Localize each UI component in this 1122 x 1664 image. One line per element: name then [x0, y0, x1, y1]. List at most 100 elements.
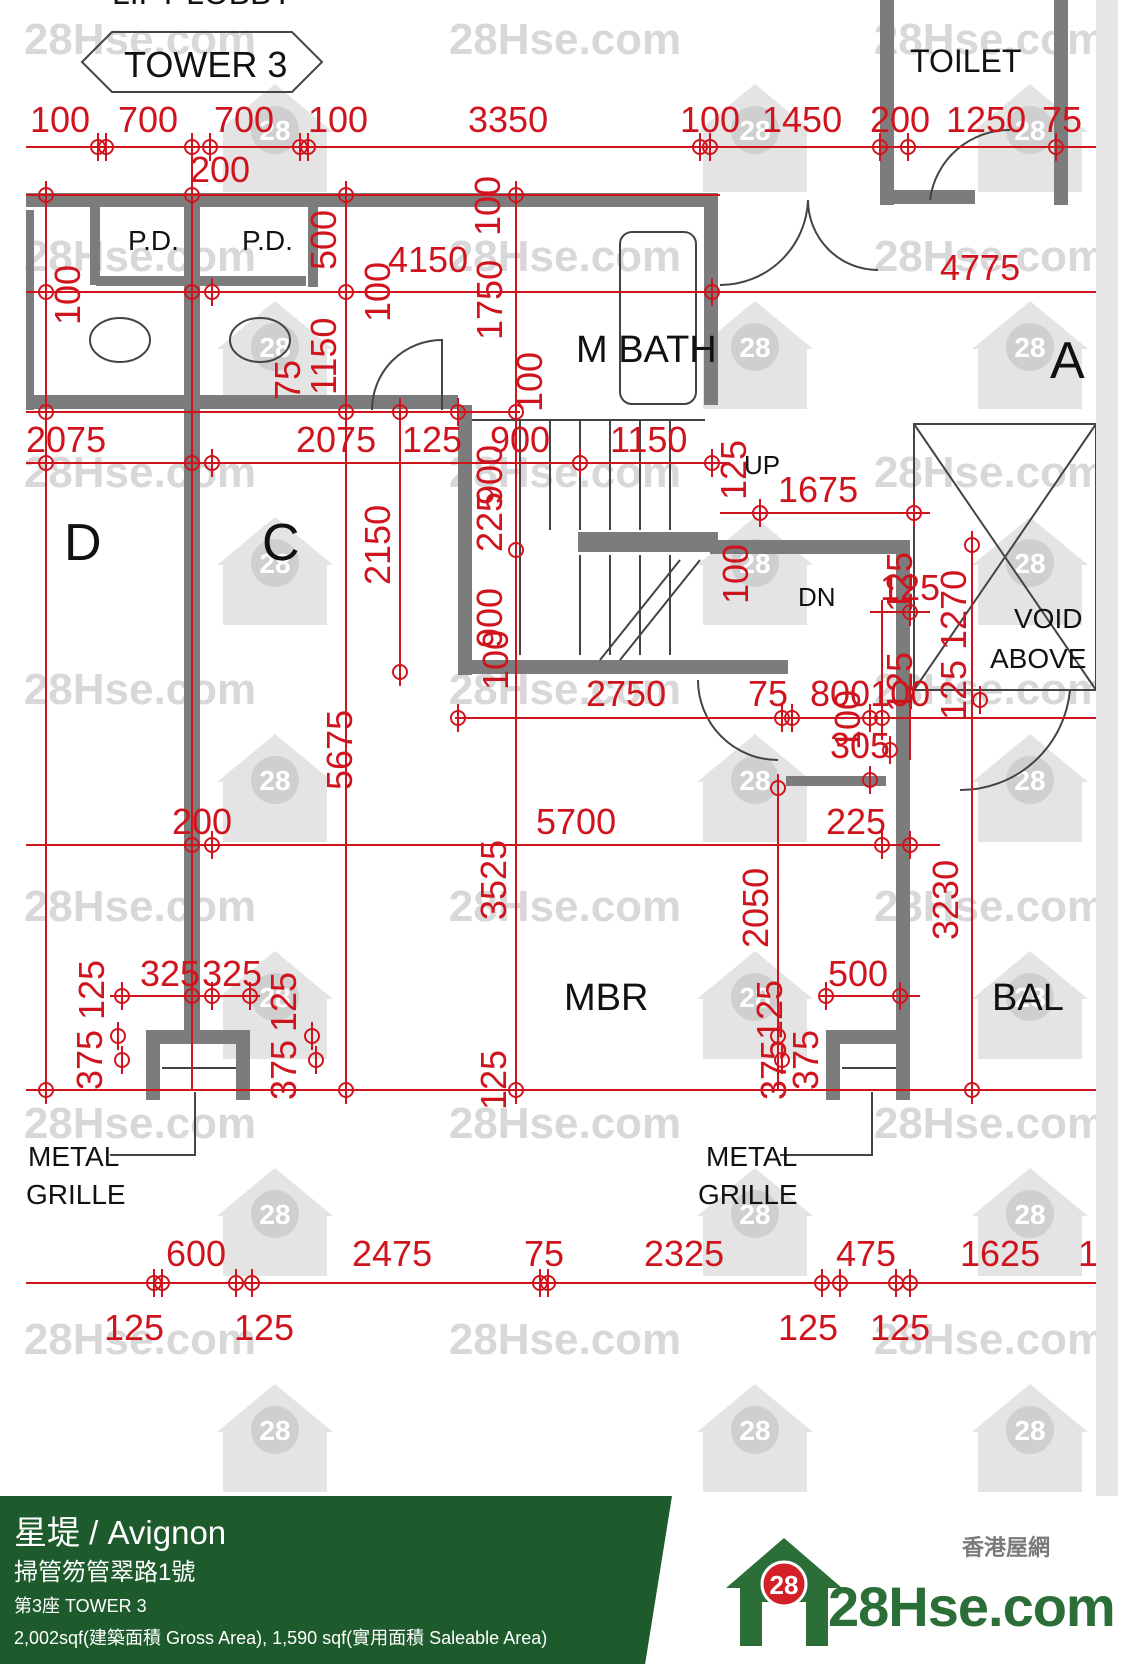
dimension-label: 2075: [296, 419, 376, 460]
dimension-label: 125: [713, 440, 754, 500]
watermark-badge: [731, 973, 779, 1021]
dimension-label: 125: [71, 960, 112, 1020]
dimension-label: 125: [234, 1307, 294, 1348]
dimension-label: 375: [69, 1030, 110, 1090]
property-title: 星堤 / Avignon: [14, 1514, 227, 1551]
dimension-label: 3350: [468, 99, 548, 140]
dimension-label: 4775: [940, 247, 1020, 288]
brand-badge-number: 28: [770, 1570, 799, 1600]
dimension-label: 100: [47, 265, 88, 325]
scrollbar[interactable]: [1096, 0, 1118, 1496]
watermark-badge-number: 28: [739, 1415, 770, 1446]
dimension-ticks: [38, 133, 1064, 1297]
dimension-label: 125: [749, 980, 790, 1040]
dimension-label: 2750: [586, 673, 666, 714]
brand-chinese-name: 香港屋網: [961, 1535, 1050, 1560]
watermark-badge: [1006, 323, 1054, 371]
dimension-label: 2150: [357, 505, 398, 585]
dimension-label: 225: [826, 801, 886, 842]
watermark-badge: [1006, 106, 1054, 154]
dimension-label: 100: [467, 176, 508, 236]
watermark-badge-number: 28: [1014, 1415, 1045, 1446]
watermark-badge-number: 28: [1014, 765, 1045, 796]
watermark-text: 28Hse.com: [874, 882, 1106, 931]
dimension-label: 100: [509, 352, 550, 412]
watermark-badge: [251, 1406, 299, 1454]
fixture-lines: [80, 31, 1097, 1156]
room-labels: TOWER 3 LIFT LOBBY TOILET P.D. P.D. M BA…: [26, 0, 1086, 1210]
watermark-badge: [731, 756, 779, 804]
dimension-label: 100: [680, 99, 740, 140]
dimension-label: 500: [828, 953, 888, 994]
brand-logo[interactable]: 28: [718, 1526, 1098, 1656]
tower-label: TOWER 3: [124, 44, 287, 85]
watermark-badge-number: 28: [259, 1199, 290, 1230]
watermark-badge: [251, 539, 299, 587]
metal-grille-right-label-2: GRILLE: [698, 1179, 798, 1210]
dimension-label: 100: [357, 262, 398, 322]
watermark-badge: [731, 323, 779, 371]
watermark-text: 28Hse.com: [449, 448, 681, 497]
above-label: ABOVE: [990, 643, 1086, 674]
watermark-tile: 28Hse.com 28: [449, 232, 813, 409]
dimension-label: 600: [166, 1233, 226, 1274]
dimension-label: 75: [524, 1233, 564, 1274]
dimension-label: 800100: [810, 673, 930, 714]
pd-label-2: P.D.: [242, 225, 293, 256]
toilet-label: TOILET: [910, 43, 1021, 79]
watermark-badge-number: 28: [259, 1415, 290, 1446]
dimension-label: 2075: [26, 419, 106, 460]
watermark-text: 28Hse.com: [874, 1099, 1106, 1148]
property-area: 2,002sqf(建築面積 Gross Area), 1,590 sqf(實用面…: [14, 1628, 548, 1648]
house-icon: 28: [726, 1538, 842, 1646]
dimension-label: 75: [748, 673, 788, 714]
dimension-label: 200: [190, 149, 250, 190]
dimension-label: 3230: [925, 860, 966, 940]
watermark-text: 28Hse.com: [874, 232, 1106, 281]
watermark-badge-number: 28: [259, 115, 290, 146]
watermark-badge: [251, 973, 299, 1021]
dimension-label: 900: [469, 445, 510, 505]
metal-grille-right-label: METAL: [706, 1141, 797, 1172]
dimension-label: 475: [836, 1233, 896, 1274]
pd-label-1: P.D.: [128, 225, 179, 256]
dimension-label: 900: [469, 588, 510, 648]
watermark-badge-number: 28: [739, 332, 770, 363]
bal-label: BAL: [992, 977, 1064, 1019]
dimension-label: 1270: [933, 570, 974, 650]
walls: [26, 0, 1068, 1100]
dimension-label: 125: [778, 1307, 838, 1348]
watermark-badge-number: 28: [259, 548, 290, 579]
dimension-label: 325: [140, 953, 200, 994]
dimension-label: 1675: [778, 469, 858, 510]
dimension-label: 2475: [352, 1233, 432, 1274]
watermark-layer: 28Hse.com 28 28Hse.com 28 28Hse.com 28 28Hse.c…: [24, 15, 1106, 1492]
watermark-text: 28Hse.com: [449, 15, 681, 64]
dimension-label: 125: [879, 652, 920, 712]
watermark-badge-number: 28: [1014, 548, 1045, 579]
unit-a-label: A: [1050, 332, 1085, 390]
watermark-badge: [1006, 756, 1054, 804]
dimension-label: 375: [785, 1030, 826, 1090]
watermark-badge-number: 28: [259, 765, 290, 796]
dimension-label: 325: [202, 953, 262, 994]
dimension-label: 1150: [303, 318, 344, 395]
dimension-label: 5700: [536, 801, 616, 842]
floor-plan: 28Hse.com 28 28Hse.com 28 28Hse.com 28 28Hse.c…: [24, 0, 1106, 1492]
dimension-label: 100: [308, 99, 368, 140]
watermark-tile: 28Hse.com 28: [449, 1315, 813, 1492]
dimension-label: 3525: [473, 840, 514, 920]
dimension-label: 375: [753, 1040, 794, 1100]
dimension-label: 1750: [469, 260, 510, 340]
watermark-badge-number: 28: [739, 115, 770, 146]
mbr-label: MBR: [564, 977, 648, 1019]
watermark-text: 28Hse.com: [449, 1315, 681, 1364]
watermark-badge: [1006, 973, 1054, 1021]
dimension-label: 1625: [960, 1233, 1040, 1274]
watermark-badge: [1006, 1406, 1054, 1454]
dimension-label: 1250: [946, 99, 1026, 140]
watermark-text: 28Hse.com: [449, 232, 681, 281]
